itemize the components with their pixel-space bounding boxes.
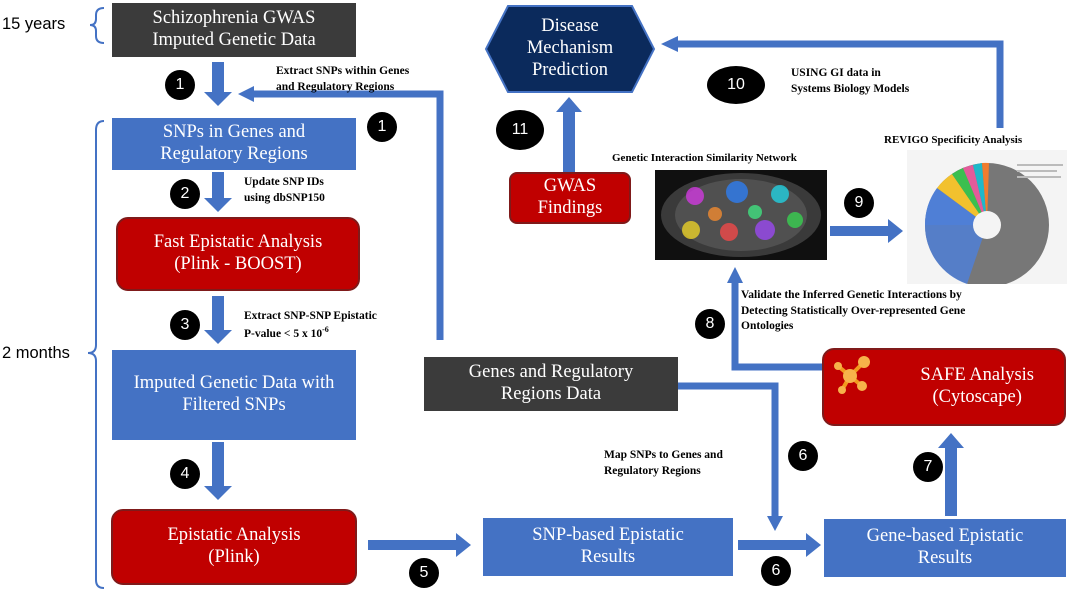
revigo-pie-image (907, 150, 1067, 284)
step-9: 9 (844, 188, 874, 218)
fast-epistatic-box: Fast Epistatic Analysis (Plink - BOOST) (116, 217, 360, 291)
note-validate: Validate the Inferred Genetic Interactio… (741, 289, 966, 333)
step-1-left: 1 (165, 70, 195, 100)
snp-results-label: SNP-based Epistatic Results (532, 525, 684, 567)
snps-genes-box: SNPs in Genes and Regulatory Regions (112, 118, 356, 170)
genes-reg-data-box: Genes and Regulatory Regions Data (424, 357, 678, 411)
revigo-title: REVIGO Specificity Analysis (884, 134, 1023, 146)
epistatic-plink-label: Epistatic Analysis (Plink) (167, 525, 301, 567)
gwas-data-box: Schizophrenia GWAS Imputed Genetic Data (112, 3, 356, 57)
snp-results-box: SNP-based Epistatic Results (483, 518, 733, 576)
disease-label-wrap: Disease Mechanism Prediction (484, 4, 656, 94)
imputed-filtered-box: Imputed Genetic Data with Filtered SNPs (112, 350, 356, 440)
note-extract-snps: Extract SNPs within Genes and Regulatory… (276, 65, 410, 93)
note-extract-pvalue-text: Extract SNP-SNP Epistatic P-value < 5 x … (244, 310, 377, 340)
step-10: 10 (707, 66, 765, 104)
network-image (655, 170, 827, 260)
step-4: 4 (170, 459, 200, 489)
safe-analysis-label: SAFE Analysis (Cytoscape) (920, 365, 1034, 407)
note-pvalue-exponent: -6 (322, 324, 329, 334)
imputed-filtered-label: Imputed Genetic Data with Filtered SNPs (133, 373, 335, 415)
step-2: 2 (170, 179, 200, 209)
gwas-findings-label: GWAS Findings (537, 176, 603, 218)
disease-label: Disease Mechanism Prediction (526, 16, 614, 80)
step-8: 8 (695, 309, 725, 339)
step-11: 11 (496, 110, 544, 150)
step-3: 3 (170, 310, 200, 340)
note-extract-pvalue: Extract SNP-SNP Epistatic P-value < 5 x … (244, 309, 377, 342)
step-6-top: 6 (788, 441, 818, 471)
note-update-ids: Update SNP IDs using dbSNP150 (244, 176, 325, 204)
gene-results-label: Gene-based Epistatic Results (866, 526, 1024, 568)
note-map-snps: Map SNPs to Genes and Regulatory Regions (604, 449, 723, 477)
genes-reg-data-label: Genes and Regulatory Regions Data (468, 362, 634, 404)
step-6-bottom: 6 (761, 556, 791, 586)
fast-epistatic-label: Fast Epistatic Analysis (Plink - BOOST) (153, 232, 323, 274)
timeline-label-2-months: 2 months (2, 344, 70, 362)
disease-hexagon (484, 5, 656, 93)
step-5: 5 (409, 558, 439, 588)
timeline-label-15-years: 15 years (2, 15, 66, 33)
step-1-right: 1 (367, 112, 397, 142)
note-using-gi: USING GI data in Systems Biology Models (791, 67, 910, 95)
gwas-data-label: Schizophrenia GWAS Imputed Genetic Data (152, 8, 316, 50)
gene-results-box: Gene-based Epistatic Results (824, 519, 1066, 577)
step-7: 7 (913, 452, 943, 482)
gwas-findings-box: GWAS Findings (509, 172, 631, 224)
epistatic-plink-box: Epistatic Analysis (Plink) (111, 509, 357, 585)
network-title: Genetic Interaction Similarity Network (612, 152, 797, 164)
snps-genes-label: SNPs in Genes and Regulatory Regions (160, 122, 308, 164)
cytoscape-icon (834, 356, 870, 394)
